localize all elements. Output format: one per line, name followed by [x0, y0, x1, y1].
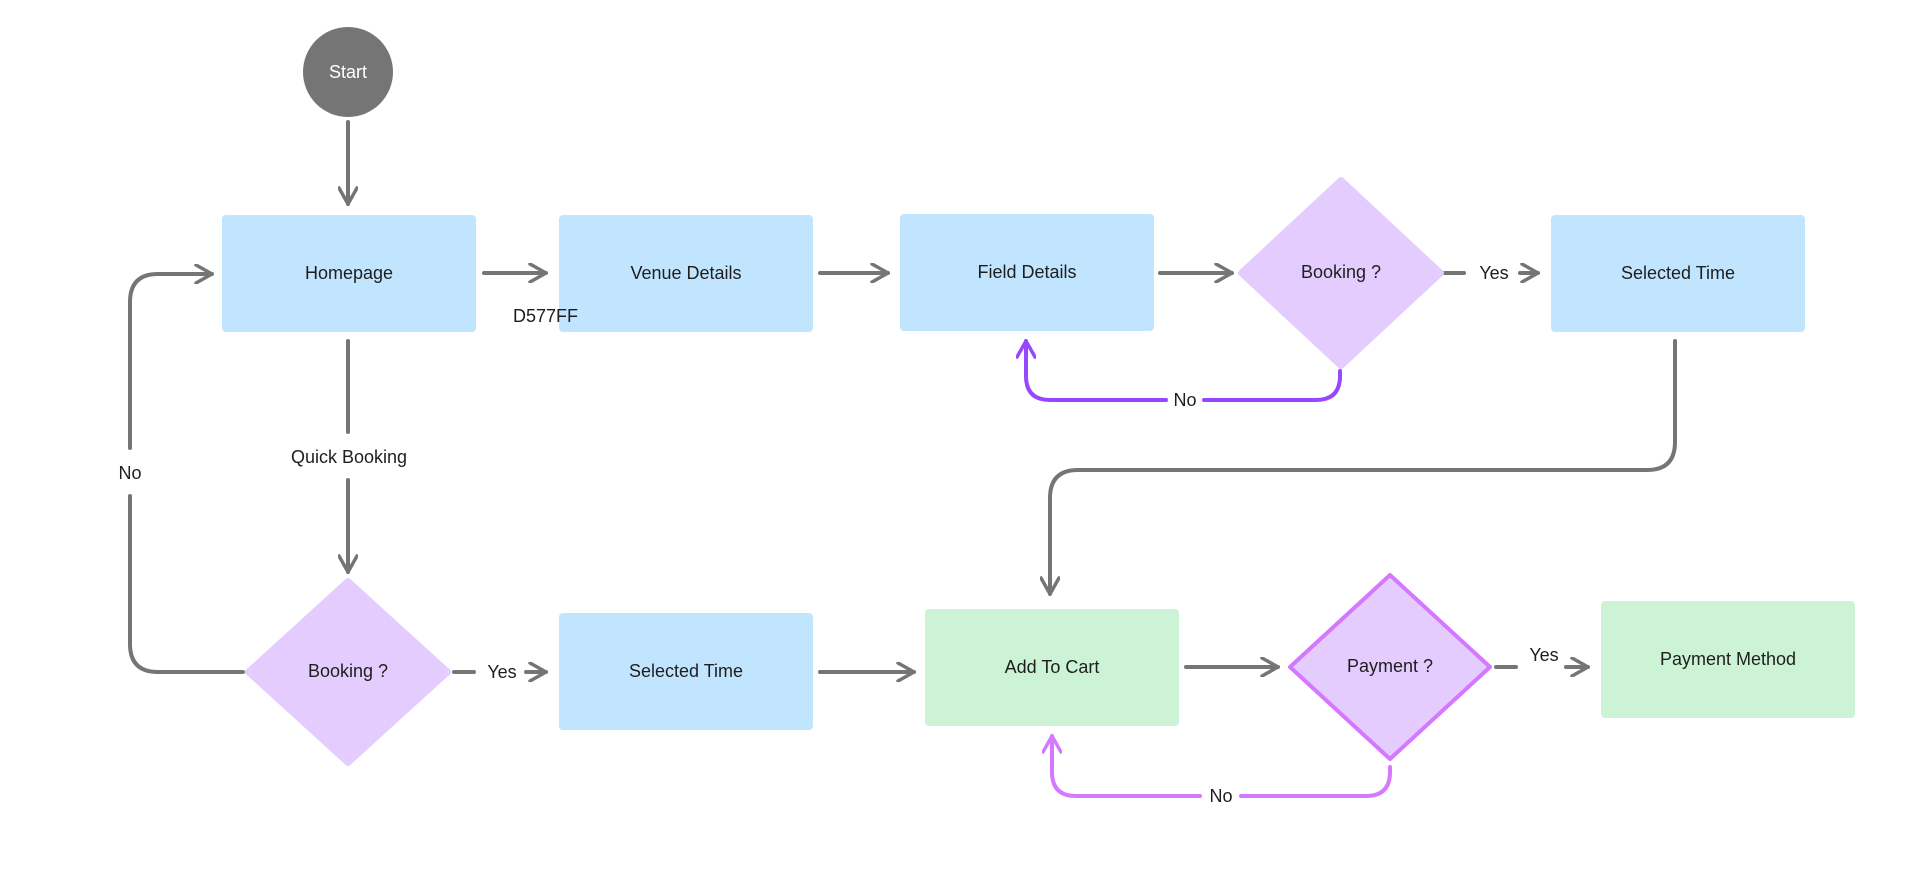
no-payment-label: No — [1209, 786, 1232, 806]
field-details-node[interactable]: Field Details — [900, 214, 1154, 331]
add-to-cart-node[interactable]: Add To Cart — [925, 609, 1179, 726]
edge-no-fielddetails — [1026, 339, 1168, 402]
booking-bottom-label: Booking ? — [308, 661, 388, 681]
edge-booking-no-lower — [128, 494, 245, 674]
venue-details-label: Venue Details — [630, 263, 741, 283]
booking-decision-top[interactable]: Booking ? — [1238, 177, 1444, 369]
payment-label: Payment ? — [1347, 656, 1433, 676]
booking-top-label: Booking ? — [1301, 262, 1381, 282]
field-details-label: Field Details — [977, 262, 1076, 282]
quick-booking-label: Quick Booking — [291, 447, 407, 467]
start-label: Start — [329, 62, 367, 82]
edge-booking-no-right — [1202, 369, 1342, 402]
venue-details-node[interactable]: Venue Details — [559, 215, 813, 332]
selected-time-top-label: Selected Time — [1621, 263, 1735, 283]
payment-method-node[interactable]: Payment Method — [1601, 601, 1855, 718]
yes-payment-label: Yes — [1529, 645, 1558, 665]
edge-no-addtocart — [1052, 734, 1202, 798]
add-to-cart-label: Add To Cart — [1005, 657, 1100, 677]
selected-time-top-node[interactable]: Selected Time — [1551, 215, 1805, 332]
no-left-label: No — [118, 463, 141, 483]
edge-selectedtime-addtocart — [1050, 339, 1677, 596]
yes-top-label: Yes — [1479, 263, 1508, 283]
edge-payment-no-right — [1239, 765, 1392, 798]
selected-time-bottom-node[interactable]: Selected Time — [559, 613, 813, 730]
stray-hex-text: D577FF — [513, 306, 578, 326]
selected-time-bottom-label: Selected Time — [629, 661, 743, 681]
yes-bottom-label: Yes — [487, 662, 516, 682]
payment-decision[interactable]: Payment ? — [1288, 573, 1492, 761]
homepage-label: Homepage — [305, 263, 393, 283]
payment-method-label: Payment Method — [1660, 649, 1796, 669]
no-top-label: No — [1173, 390, 1196, 410]
booking-decision-bottom[interactable]: Booking ? — [245, 578, 451, 766]
start-node[interactable]: Start — [303, 27, 393, 117]
homepage-node[interactable]: Homepage — [222, 215, 476, 332]
edge-no-homepage-upper — [128, 274, 214, 450]
